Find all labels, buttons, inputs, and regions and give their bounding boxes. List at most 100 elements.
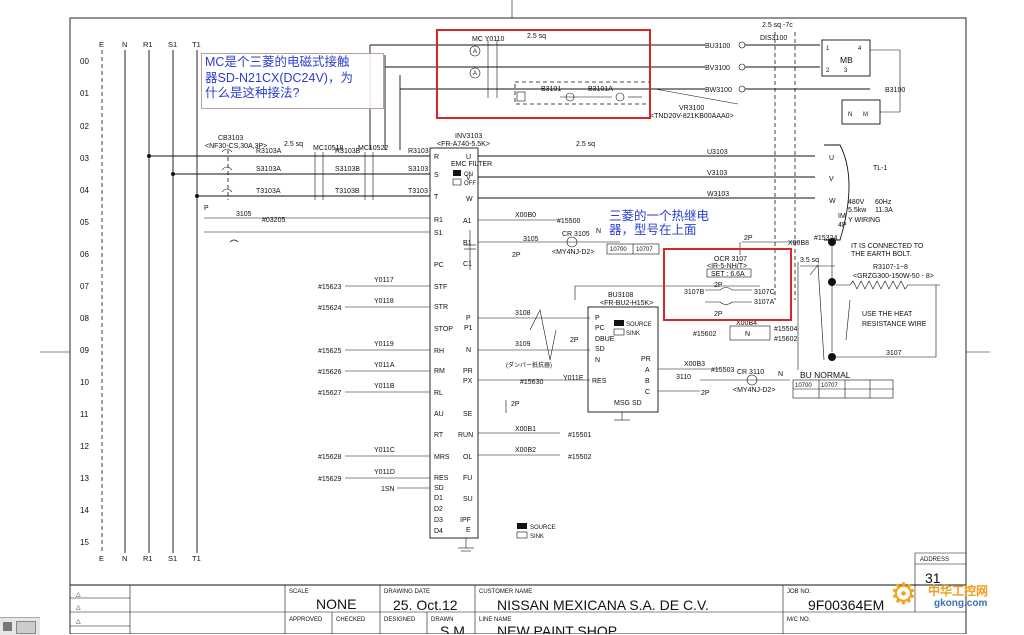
ro-term: B (645, 378, 650, 385)
motor-area: U V W IM 4P TL-1 480V 60Hz 5.5kw 11.3A Y… (824, 144, 940, 361)
bu-term: RES (592, 378, 607, 385)
breaker-wire: 2.5 sq (284, 141, 303, 148)
taskbar-tray (0, 617, 40, 635)
cr3105-label: CR 3105 (562, 231, 590, 238)
x00b4: X00B4 (736, 320, 757, 327)
cr3110-n: N (778, 371, 783, 378)
revision-triangle: △ (76, 592, 81, 598)
term: STR (434, 304, 448, 311)
relay-note-line-1: 三菱的一个热继电 (609, 209, 710, 223)
breaker-label: CB3103 (218, 135, 243, 142)
rail-top-r1: R1 (143, 40, 153, 49)
customer-value: NISSAN MEXICANA S.A. DE C.V. (497, 597, 709, 613)
motor-freq: 60Hz (875, 199, 892, 206)
row-number: 01 (80, 89, 89, 98)
brake-unit-model: <FR-BU2-H15K> (600, 300, 653, 307)
bu-msg: MSG (614, 400, 630, 407)
term: N (466, 347, 471, 354)
n3109: 3109 (515, 341, 531, 348)
out-r: R3103 (408, 148, 429, 155)
drawn-by: S.M (440, 623, 465, 634)
term: R1 (434, 217, 443, 224)
signal-ref: #15627 (318, 390, 341, 397)
ro-twop: 2P (701, 390, 710, 397)
signal-net: Y011D (374, 469, 395, 476)
signal-ref: #15628 (318, 454, 341, 461)
drawing-frame (69, 17, 967, 634)
scale-label: SCALE (289, 589, 309, 595)
signal-inputs: #15623 Y0117 #15624 Y0118 #15625 Y0119 #… (318, 277, 430, 493)
keyboard-icon[interactable] (16, 621, 36, 634)
bu-sink: SINK (626, 331, 640, 337)
breaker-t: T3103A (256, 188, 281, 195)
signal-ref: #15629 (318, 476, 341, 483)
date-label: DRAWING DATE (384, 589, 430, 595)
row-number: 10 (80, 378, 89, 387)
bus-bw3100: BW3100 (705, 87, 732, 94)
bu-term: DBUE (595, 336, 615, 343)
tray-icon[interactable] (3, 622, 12, 631)
ref-15500: #15500 (557, 218, 580, 225)
address-value: 31 (925, 570, 941, 586)
relay-ref: #15504 (774, 326, 797, 333)
contactor-wire: 2.5 sq (527, 33, 546, 40)
row-number: 02 (80, 122, 89, 131)
inverter-left-terminals: R S T R1 S1 PC STF STR STOP RH RM RL AU … (434, 154, 453, 535)
term: PC (434, 262, 444, 269)
term: D1 (434, 495, 443, 502)
mc2-label: MC10522 (358, 145, 388, 152)
highlight-relay (663, 248, 792, 321)
row-number: 13 (80, 474, 89, 483)
row-number: 11 (80, 410, 89, 419)
mc-annotation: MC是个三菱的电磁式接触 器SD-N21CX(DC24V)，为 什么是这种接法? (201, 53, 384, 109)
heat-note-1: USE THE HEAT (862, 311, 913, 318)
relay-n: N (745, 331, 750, 338)
term: V (466, 175, 471, 182)
mc-note-line-3: 什么是这种接法? (205, 86, 300, 101)
term: SU (463, 496, 473, 503)
contactor-label: MC Y0110 (472, 36, 505, 43)
highlight-contactor (436, 29, 651, 119)
checked-label: CHECKED (336, 617, 366, 623)
row-number: 04 (80, 186, 89, 195)
term: RES (434, 475, 449, 482)
mb-ref: B3100 (885, 87, 905, 94)
breaker-spec: <NF30-CS,30A,3P> (205, 143, 267, 150)
term: OL (463, 454, 472, 461)
job-label: JOB NO. (787, 589, 811, 595)
bu-normal-box-b: 10707 (821, 383, 838, 389)
twop-label2: 2P (511, 401, 520, 408)
out-w3103: W3103 (707, 191, 729, 198)
mc1-label: MC10518 (313, 145, 343, 152)
x00b2: X00B2 (515, 447, 536, 454)
inverter-right-circuits: X00B0 #15500 3105 CR 3105 <MY4NJ-D2> N 2… (464, 212, 660, 461)
n3108: 3108 (515, 310, 531, 317)
mid-r: R3103B (335, 148, 361, 155)
relay-label: OCR 3107 (714, 256, 747, 263)
overload-relay: OCR 3107 <IR-5-NH/T> SET : 6.6A 3107B 31… (684, 235, 837, 370)
disconnect-label: DIS3100 (760, 35, 787, 42)
x00b0: X00B0 (515, 212, 536, 219)
ref-15630: #15630 (520, 379, 543, 386)
term: SD (434, 485, 444, 492)
motor-term: V (829, 176, 834, 183)
power-rails: E N R1 S1 T1 E N R1 S1 T1 (99, 40, 201, 563)
rail-top-t1: T1 (192, 40, 201, 49)
signal-ref: #15626 (318, 369, 341, 376)
out-v3103: V3103 (707, 170, 727, 177)
term: R (434, 154, 439, 161)
mb-term: M (863, 112, 868, 118)
row-number: 14 (80, 506, 89, 515)
mb-term: 1 (826, 46, 830, 52)
signal-ref: #15623 (318, 284, 341, 291)
cr3110-model: <MY4NJ-D2> (733, 387, 775, 394)
inverter-right-terminals: U V W A1 B1 C1 P P1 N PR PX SE RUN OL FU… (458, 154, 473, 524)
x00b3: X00B3 (684, 361, 705, 368)
address-label: ADDRESS (920, 557, 949, 563)
rail-top-e: E (99, 40, 104, 49)
bu-term: P (595, 315, 600, 322)
motor-name: TL-1 (873, 165, 888, 172)
relay-annotation: 三菱的一个热继电 器，型号在上面 (609, 209, 721, 239)
revision-triangle: △ (76, 619, 81, 625)
term: RT (434, 432, 444, 439)
